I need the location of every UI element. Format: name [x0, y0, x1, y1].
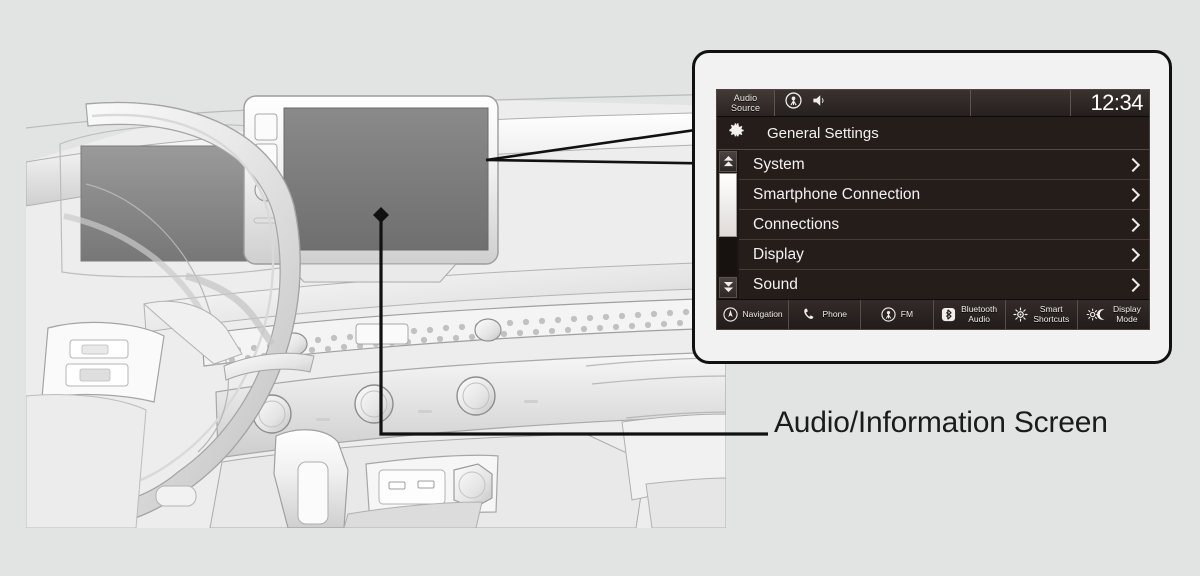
- status-bar-empty-slot: [971, 90, 1071, 116]
- toolbar-item-label: Display Mode: [1113, 304, 1141, 324]
- toolbar-item-label-line1: Display: [1113, 304, 1141, 314]
- settings-menu-list: System Smartphone Connection Connections…: [739, 150, 1149, 299]
- chevron-right-icon: [1128, 217, 1137, 233]
- menu-item-system[interactable]: System: [739, 150, 1149, 180]
- menu-item-label: Smartphone Connection: [753, 185, 921, 203]
- settings-list-area: System Smartphone Connection Connections…: [717, 150, 1149, 299]
- radio-antenna-icon: [785, 92, 802, 114]
- toolbar-item-phone[interactable]: Phone: [789, 300, 862, 329]
- toolbar-item-navigation[interactable]: Navigation: [717, 300, 790, 329]
- toolbar-item-label-line2: Shortcuts: [1033, 313, 1070, 324]
- toolbar-item-label: Navigation: [742, 308, 783, 319]
- scrollbar[interactable]: [717, 150, 739, 299]
- toolbar-item-label: FM: [900, 308, 914, 319]
- menu-item-label: System: [753, 155, 805, 173]
- display-mode-sun-moon-icon: [1086, 307, 1108, 322]
- speaker-icon: [811, 93, 827, 113]
- toolbar-item-display-mode[interactable]: Display Mode: [1078, 300, 1149, 329]
- toolbar-item-smart-shortcuts[interactable]: Smart Shortcuts: [1006, 300, 1078, 329]
- chevron-right-icon: [1128, 277, 1137, 293]
- bottom-toolbar: Navigation Phone: [717, 299, 1149, 329]
- toolbar-item-label-line2: Mode: [1116, 313, 1138, 324]
- menu-item-connections[interactable]: Connections: [739, 210, 1149, 240]
- toolbar-item-label-line2: Audio: [968, 313, 990, 324]
- menu-item-smartphone-connection[interactable]: Smartphone Connection: [739, 180, 1149, 210]
- clock: 12:34: [1071, 90, 1149, 116]
- scroll-down-icon[interactable]: [719, 277, 737, 298]
- gear-icon: [727, 121, 746, 145]
- scrollbar-track[interactable]: [719, 173, 737, 276]
- chevron-right-icon: [1128, 157, 1137, 173]
- navigation-compass-icon: [722, 307, 738, 322]
- audio-source-label-line1: Audio: [733, 93, 758, 103]
- radio-antenna-icon: [881, 307, 896, 322]
- toolbar-item-label: Smart Shortcuts: [1033, 304, 1070, 324]
- audio-source-label-line2: Source: [730, 103, 761, 113]
- toolbar-item-label: Phone: [822, 308, 848, 319]
- menu-item-label: Connections: [753, 215, 840, 233]
- scroll-up-icon[interactable]: [719, 151, 737, 172]
- smart-shortcuts-icon: [1013, 307, 1028, 322]
- general-settings-header: General Settings: [717, 117, 1149, 150]
- scrollbar-thumb[interactable]: [719, 173, 737, 237]
- audio-information-screen[interactable]: Audio Source: [716, 89, 1150, 330]
- menu-item-display[interactable]: Display: [739, 240, 1149, 270]
- phone-handset-icon: [802, 307, 817, 322]
- menu-item-sound[interactable]: Sound: [739, 270, 1149, 299]
- chevron-right-icon: [1128, 247, 1137, 263]
- toolbar-item-fm[interactable]: FM: [861, 300, 934, 329]
- page-title: General Settings: [767, 124, 879, 142]
- chevron-right-icon: [1128, 187, 1137, 203]
- toolbar-item-label: Bluetooth Audio: [961, 304, 998, 324]
- toolbar-item-label-line1: Smart: [1039, 304, 1063, 314]
- callout-caption: Audio/Information Screen: [774, 406, 1108, 439]
- status-bar: Audio Source: [717, 90, 1149, 117]
- audio-source-button[interactable]: Audio Source: [717, 90, 775, 116]
- bluetooth-icon: [941, 307, 956, 322]
- menu-item-label: Sound: [753, 275, 798, 293]
- car-dashboard-illustration: [26, 66, 726, 528]
- enlarged-screen-panel: Audio Source: [692, 50, 1172, 364]
- toolbar-item-label-line1: Bluetooth: [961, 304, 998, 314]
- menu-item-label: Display: [753, 245, 804, 263]
- status-icon-group: [775, 90, 971, 116]
- toolbar-item-bluetooth-audio[interactable]: Bluetooth Audio: [934, 300, 1006, 329]
